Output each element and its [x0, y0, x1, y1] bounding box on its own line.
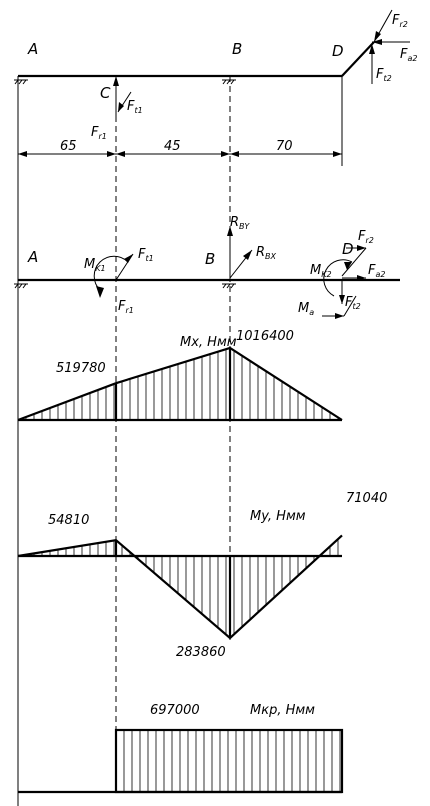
mx-diagram: Mx, Hмм 519780 1016400	[17, 329, 343, 422]
mkr-diagram: 697000 Mкр, Hмм	[18, 703, 344, 794]
my-label-d: 71040	[346, 491, 387, 506]
mkr-label-value: 697000	[150, 703, 200, 718]
free-body-diagram: A B D MK1 Ft1 Fr1 RBY RBX MK2 Fr2 Fa2	[14, 215, 400, 319]
my-curve	[17, 534, 343, 640]
point-b-label: B	[232, 40, 242, 58]
moment-ma-label: Ma	[298, 301, 314, 317]
dimension-cb: 45	[164, 139, 181, 154]
mx-title: Mx, Hмм	[180, 335, 237, 350]
my-label-b: 283860	[176, 645, 226, 660]
force-fa2-label: Fa2	[400, 47, 417, 63]
fbd-point-d-label: D	[342, 240, 354, 258]
moment-mk2-arc	[323, 259, 353, 297]
mx-label-b: 1016400	[236, 329, 294, 344]
fbd-support-a	[14, 283, 28, 289]
fbd-force-fr2-arrow	[341, 247, 367, 277]
my-diagram: My, Hмм 54810 283860 71040	[17, 491, 387, 660]
moment-mk1-arc	[93, 255, 129, 291]
moment-mk2-label: MK2	[310, 263, 332, 279]
fbd-force-fr1-label: Fr1	[118, 299, 134, 315]
dimension-row: 65 45 70	[17, 76, 343, 806]
fbd-support-b	[222, 283, 236, 289]
fbd-force-ft2-label: Ft2	[345, 295, 361, 311]
fbd-point-b-label: B	[205, 250, 215, 268]
dimension-ac: 65	[60, 139, 77, 154]
my-hatching	[25, 539, 339, 638]
point-c-label: C	[100, 84, 111, 102]
fbd-point-a-label: A	[27, 248, 38, 266]
fbd-force-fr2-label: Fr2	[358, 229, 374, 245]
reaction-rby-label: RBY	[230, 215, 250, 231]
force-ft1-label: Ft1	[127, 99, 143, 115]
support-a-symbol	[14, 79, 28, 85]
reaction-rbx-label: RBX	[256, 245, 277, 261]
shaft-bent-end	[341, 41, 375, 77]
my-title: My, Hмм	[250, 509, 306, 524]
fbd-force-ft1-label: Ft1	[138, 247, 154, 263]
mkr-block	[114, 728, 344, 794]
my-label-c: 54810	[48, 513, 89, 528]
mkr-hatching	[123, 730, 341, 792]
force-fr1-label: Fr1	[91, 125, 107, 141]
mx-hatching	[25, 348, 339, 420]
dimension-bd: 70	[276, 139, 293, 154]
moment-mk1-label: MK1	[84, 257, 106, 273]
point-a-label: A	[27, 40, 38, 58]
point-d-label: D	[332, 42, 344, 60]
mkr-title: Mкр, Hмм	[250, 703, 315, 718]
fbd-force-fa2-label: Fa2	[368, 263, 385, 279]
shaft-schematic: A B D C Fr1 Ft1 Fr2 Fa2 Ft2	[14, 9, 417, 141]
force-fr2-label: Fr2	[392, 13, 408, 29]
mx-label-c: 519780	[56, 361, 106, 376]
mx-curve	[17, 346, 343, 422]
support-b-symbol	[222, 79, 236, 85]
force-ft2-label: Ft2	[376, 67, 392, 83]
